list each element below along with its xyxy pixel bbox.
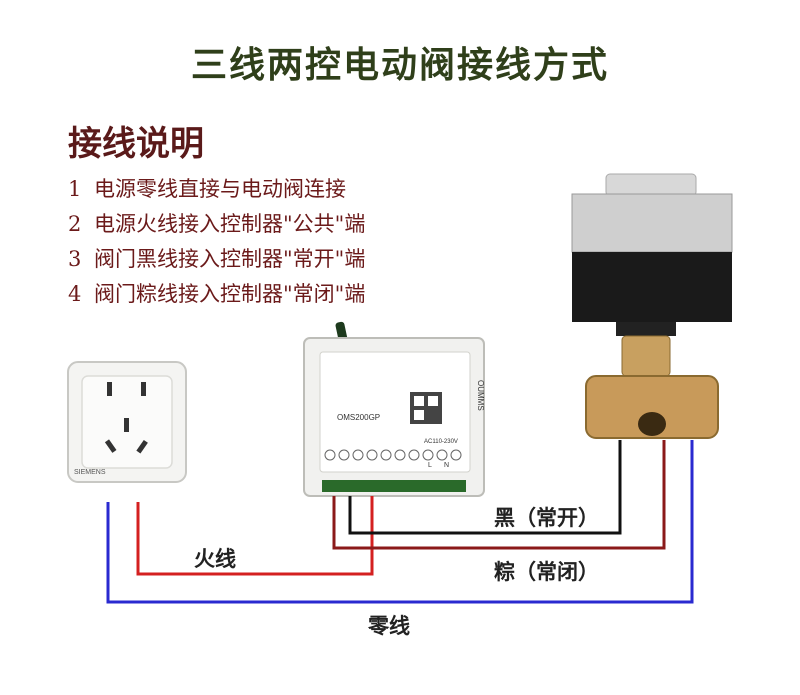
controller-brand: OUMMS <box>476 380 485 411</box>
step-number: 2 <box>68 212 82 236</box>
socket-hole <box>107 382 112 396</box>
controller-module: OMS200GP OUMMS AC110-230V L N <box>303 321 485 497</box>
section-title: 接线说明 <box>68 124 204 164</box>
step-item: 3 阀门黑线接入控制器"常开"端 <box>68 242 365 277</box>
step-text: 电源火线接入控制器"公共"端 <box>94 212 366 236</box>
step-number: 4 <box>68 282 82 306</box>
steps-list: 1 电源零线直接与电动阀连接 2 电源火线接入控制器"公共"端 3 阀门黑线接入控制器… <box>68 172 365 312</box>
controller-model: OMS200GP <box>337 413 380 422</box>
black-wire-label: 黑（常开） <box>494 505 599 530</box>
step-item: 4 阀门粽线接入控制器"常闭"端 <box>68 277 365 312</box>
black-wire <box>348 440 622 535</box>
step-item: 2 电源火线接入控制器"公共"端 <box>68 207 365 242</box>
step-item: 1 电源零线直接与电动阀连接 <box>68 172 365 207</box>
brown-wire <box>332 440 666 550</box>
step-text: 阀门粽线接入控制器"常闭"端 <box>94 282 366 306</box>
socket-hole <box>141 382 146 396</box>
socket-hole <box>136 439 148 454</box>
step-text: 电源零线直接与电动阀连接 <box>94 177 346 201</box>
power-label: AC110-230V <box>424 439 458 445</box>
live-wire <box>136 496 374 576</box>
neutral-wire <box>106 440 694 604</box>
brown-wire-label: 粽（常闭） <box>494 559 599 584</box>
page-title: 三线两控电动阀接线方式 <box>190 44 609 86</box>
wall-socket: SIEMENS <box>67 361 187 483</box>
socket-brand: SIEMENS <box>74 469 106 476</box>
step-text: 阀门黑线接入控制器"常开"端 <box>94 247 366 271</box>
socket-hole <box>104 439 117 453</box>
terminal-label-n: N <box>444 462 449 469</box>
neutral-wire-label: 零线 <box>368 613 410 638</box>
terminal-label-l: L <box>428 462 432 469</box>
socket-hole <box>124 418 129 432</box>
step-number: 1 <box>68 177 82 201</box>
live-wire-label: 火线 <box>194 546 236 571</box>
step-number: 3 <box>68 247 82 271</box>
motorized-valve <box>571 173 733 439</box>
